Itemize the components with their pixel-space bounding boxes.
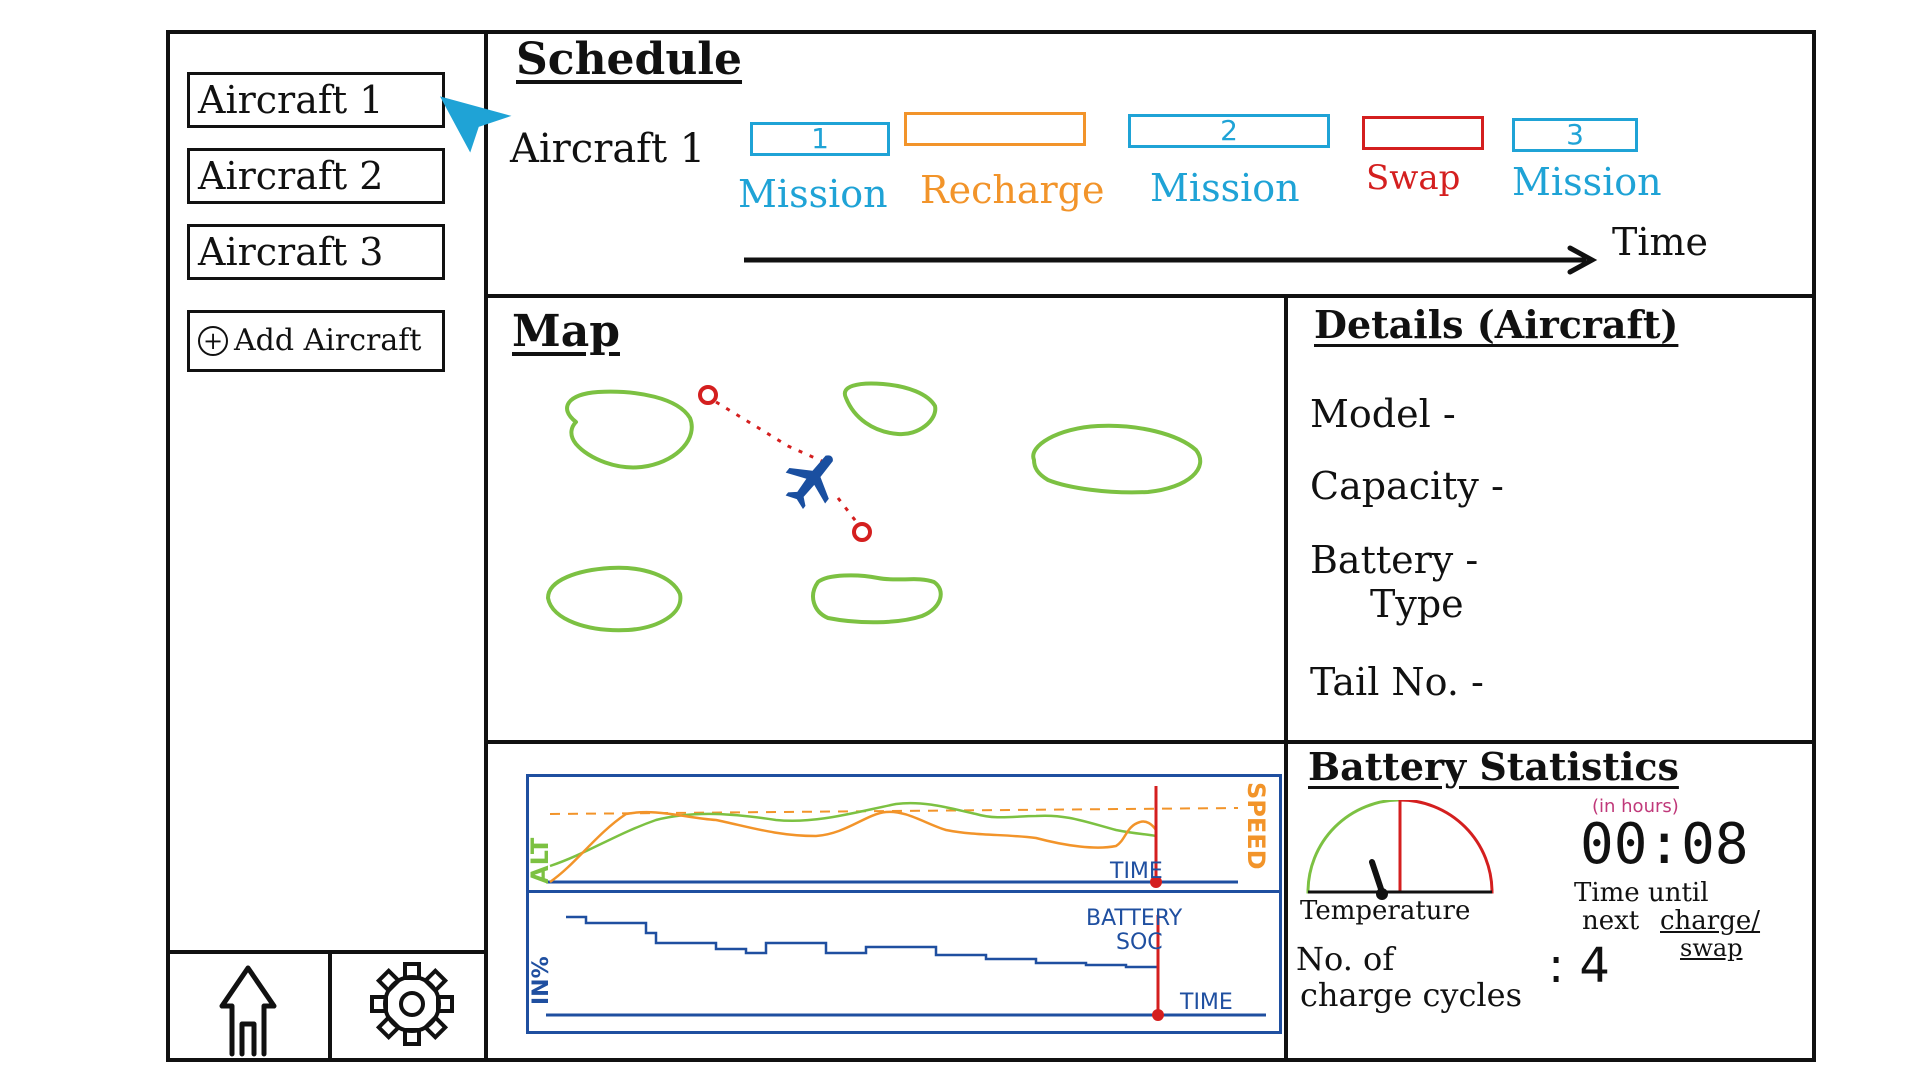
speed-series (549, 810, 1158, 884)
schedule-title: Schedule (516, 34, 743, 85)
timer-caption: Time until (1574, 878, 1709, 908)
current-time-dot (1152, 1009, 1164, 1021)
details-title: Details (Aircraft) (1314, 302, 1679, 347)
land-area (546, 565, 683, 633)
segment-label: Mission (738, 172, 888, 216)
soc-series (566, 915, 1158, 969)
sidebar-item-aircraft-1[interactable]: Aircraft 1 (187, 72, 445, 128)
waypoint-marker (698, 385, 718, 405)
time-axis-arrow (744, 245, 1598, 275)
segment-label: Recharge (920, 168, 1105, 212)
detail-battery-type-line1: Battery - (1310, 538, 1479, 582)
schedule-row-label: Aircraft 1 (510, 126, 706, 172)
map-details-divider (1284, 294, 1288, 1062)
segment-label: Swap (1366, 158, 1461, 198)
land-area (565, 389, 694, 470)
time-axis-label: Time (1612, 220, 1709, 264)
segment-recharge[interactable] (904, 112, 1086, 146)
temperature-label: Temperature (1300, 896, 1471, 926)
battery-soc-chart[interactable]: IN% BATTERY SOC TIME (526, 893, 1282, 1034)
charge-cycles-value: : 4 (1548, 938, 1610, 994)
time-axis-label-top: TIME (1109, 859, 1163, 884)
settings-button[interactable] (332, 954, 484, 1058)
gauge-needle (1369, 859, 1385, 895)
telemetry-split (526, 890, 1282, 893)
segment-mission-1[interactable]: 1 (750, 122, 890, 156)
timer-caption: swap (1680, 934, 1743, 962)
sidebar-bottom-split (328, 950, 332, 1062)
waypoint-marker (852, 522, 872, 542)
pointer-cursor-icon (440, 96, 512, 153)
schedule-divider (488, 294, 1816, 298)
airplane-icon (785, 455, 833, 510)
current-time-dot (1150, 876, 1162, 888)
home-icon (219, 965, 277, 1057)
add-aircraft-button[interactable]: + Add Aircraft (187, 310, 445, 372)
segment-number: 3 (1566, 118, 1584, 151)
detail-model: Model - (1310, 392, 1456, 436)
segment-number: 2 (1220, 114, 1238, 147)
detail-capacity: Capacity - (1310, 464, 1504, 508)
detail-battery-type-line2: Type (1370, 582, 1464, 626)
countdown-timer: 00:08 (1580, 812, 1749, 877)
plus-circle-icon: + (198, 326, 228, 356)
map-bottom-divider (488, 740, 1816, 744)
timer-caption: charge/ (1660, 906, 1761, 936)
map-title: Map (512, 306, 620, 357)
segment-swap[interactable] (1362, 116, 1484, 150)
gear-icon (370, 962, 454, 1046)
timer-caption: next (1582, 906, 1640, 936)
altitude-series (549, 801, 1157, 868)
flight-path (836, 497, 860, 525)
segment-number: 1 (811, 122, 829, 155)
land-area (842, 381, 938, 437)
alt-speed-chart[interactable]: ALT SPEED TIME (526, 774, 1282, 890)
land-area (1031, 423, 1203, 495)
add-aircraft-label: Add Aircraft (234, 323, 422, 358)
charge-cycles-label: No. of (1296, 940, 1395, 978)
detail-tail-no: Tail No. - (1310, 660, 1484, 704)
land-area (811, 573, 943, 625)
time-axis-label-bottom: TIME (1179, 990, 1233, 1015)
battery-soc-label: BATTERY (1086, 906, 1183, 931)
battery-title: Battery Statistics (1308, 744, 1679, 789)
segment-mission-2[interactable]: 2 (1128, 114, 1330, 148)
telemetry-panel (526, 774, 1282, 1034)
sidebar-bottom-divider (166, 950, 488, 954)
charge-cycles-label: charge cycles (1300, 976, 1523, 1014)
home-button[interactable] (170, 954, 328, 1058)
app-window (166, 30, 1816, 1062)
sidebar-divider (484, 30, 488, 1062)
soc-axis-label: IN% (529, 956, 554, 1005)
segment-mission-3[interactable]: 3 (1512, 118, 1638, 152)
speed-axis-label: SPEED (1242, 782, 1270, 870)
map-canvas[interactable] (488, 298, 1284, 740)
segment-label: Mission (1512, 160, 1662, 204)
battery-soc-label: SOC (1116, 930, 1163, 955)
altitude-axis-label: ALT (526, 837, 554, 884)
flight-path (715, 400, 825, 464)
sidebar-item-aircraft-2[interactable]: Aircraft 2 (187, 148, 445, 204)
sidebar-item-aircraft-3[interactable]: Aircraft 3 (187, 224, 445, 280)
temperature-gauge (1306, 800, 1494, 900)
hours-note: (in hours) (1592, 796, 1679, 817)
segment-label: Mission (1150, 166, 1300, 210)
